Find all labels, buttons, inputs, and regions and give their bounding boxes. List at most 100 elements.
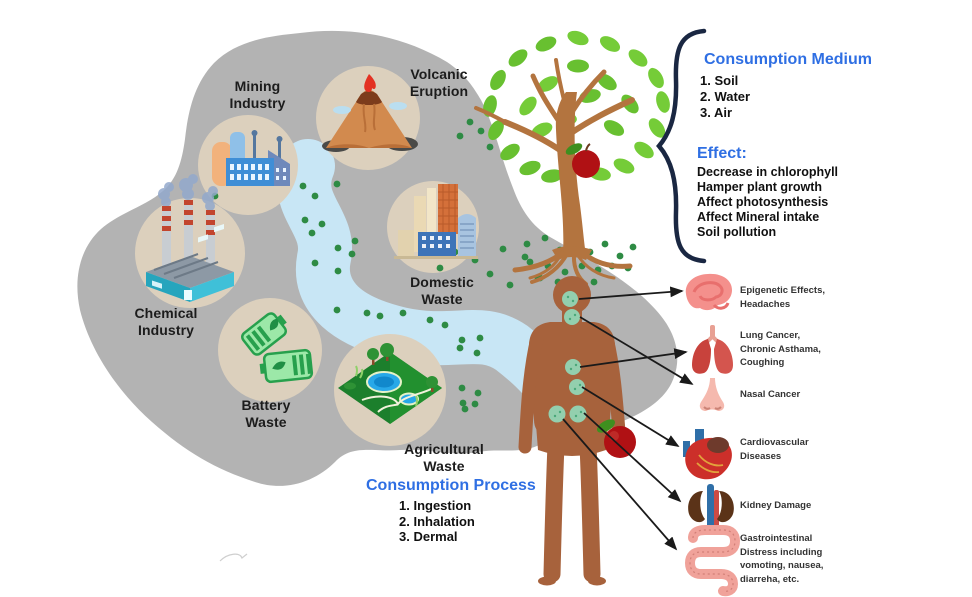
tree (474, 30, 670, 286)
pollution-dot (436, 264, 444, 272)
leaf (537, 76, 559, 92)
leaf (648, 118, 666, 138)
source-label-agricultural-waste: Agricultural Waste (404, 441, 484, 474)
pollution-dot (486, 143, 494, 151)
effect-list: Decrease in chlorophyll Hamper plant gro… (697, 165, 839, 239)
human-figure (518, 276, 636, 586)
consumption-medium-list: 1. Soil 2. Water 3. Air (700, 73, 751, 120)
consumption-medium-title: Consumption Medium (704, 51, 872, 68)
pollution-dot (351, 237, 359, 245)
battery-icon (241, 312, 314, 384)
arrow-to-kidneys (583, 412, 682, 503)
pollution-dot (456, 344, 464, 352)
leaf (508, 49, 528, 67)
pollution-dot (334, 244, 342, 252)
health-label-nose: Nasal Cancer (740, 389, 801, 400)
arrow-to-intestines (562, 418, 678, 551)
pollution-dot (299, 182, 307, 190)
effect-title: Effect: (697, 145, 747, 162)
pollution-dot (311, 192, 319, 200)
leaf (648, 67, 664, 89)
pollution-dot (541, 234, 549, 242)
pollution-dot (477, 127, 485, 135)
pollution-dot (458, 384, 466, 392)
source-label-domestic-waste: Domestic Waste (410, 274, 474, 307)
pollution-dot (456, 132, 464, 140)
pollution-dot (458, 336, 466, 344)
signature-squiggle (219, 553, 248, 562)
lungs-icon (692, 325, 733, 374)
pollution-dot (473, 349, 481, 357)
leaf (519, 96, 537, 116)
brain-icon (685, 273, 732, 311)
intestines-icon (684, 525, 741, 597)
leaf (634, 141, 654, 159)
pollution-dot (506, 281, 514, 289)
leaf (488, 119, 504, 141)
pollution-dot (521, 253, 529, 261)
apple-on-tree (565, 143, 600, 178)
chemical-plant-icon (146, 174, 234, 302)
health-label-brain: Epigenetic Effects, Headaches (740, 285, 825, 310)
pollution-dot (616, 252, 624, 260)
leaf (541, 169, 563, 183)
curly-brace (656, 28, 707, 264)
city-buildings-icon (394, 184, 478, 259)
pollution-dot (474, 389, 482, 397)
farm-field-icon (338, 343, 442, 424)
nose-icon (699, 378, 725, 411)
arrow-to-heart (581, 386, 680, 447)
consumption-process-list: 1. Ingestion 2. Inhalation 3. Dermal (399, 498, 475, 544)
pollution-dot (561, 268, 569, 276)
leaf (628, 49, 648, 67)
health-label-lungs: Lung Cancer, Chronic Asthama, Coughing (740, 330, 821, 368)
leaf (613, 158, 635, 174)
pollution-dot (399, 309, 407, 317)
pollution-dot (629, 243, 637, 251)
pollution-dot (348, 250, 356, 258)
effect-arrows (562, 286, 694, 551)
pollution-dot (590, 278, 598, 286)
pollution-dot (499, 245, 507, 253)
pollution-dot (426, 316, 434, 324)
health-label-heart: Cardiovascular Diseases (740, 437, 809, 462)
leaf (500, 143, 520, 161)
leaf (656, 91, 670, 113)
arrow-to-lungs (579, 348, 688, 368)
pollution-dot (441, 321, 449, 329)
arrow-to-brain (578, 286, 684, 300)
pollution-dot (318, 220, 326, 228)
pollution-dot (466, 118, 474, 126)
pollution-dot (333, 180, 341, 188)
leaf (567, 59, 589, 73)
pollution-dot (334, 267, 342, 275)
pollution-dot (311, 259, 319, 267)
pollution-dot (526, 258, 534, 266)
pollution-dot (333, 306, 341, 314)
pollution-dot (308, 229, 316, 237)
consumption-process-title: Consumption Process (366, 477, 536, 494)
pollution-dot (459, 399, 467, 407)
kidneys-icon (688, 484, 734, 530)
pollution-dot (363, 309, 371, 317)
pollution-dot (471, 400, 479, 408)
health-label-kidneys: Kidney Damage (740, 500, 812, 511)
source-label-mining-industry: Mining Industry (229, 78, 286, 111)
pollution-dot (523, 240, 531, 248)
pollution-dot (601, 240, 609, 248)
pollution-dot (476, 334, 484, 342)
leaf (597, 73, 617, 91)
volcano-icon (322, 74, 418, 152)
pollution-dot (461, 405, 469, 413)
leaf (599, 36, 621, 52)
pollution-dot (486, 270, 494, 278)
leaf (490, 69, 506, 91)
pollution-dot (301, 216, 309, 224)
leaf (567, 30, 589, 46)
factory-icon (212, 130, 290, 186)
leaf (603, 120, 625, 136)
source-label-chemical-industry: Chemical Industry (134, 305, 198, 338)
exposure-markers (548, 291, 587, 423)
